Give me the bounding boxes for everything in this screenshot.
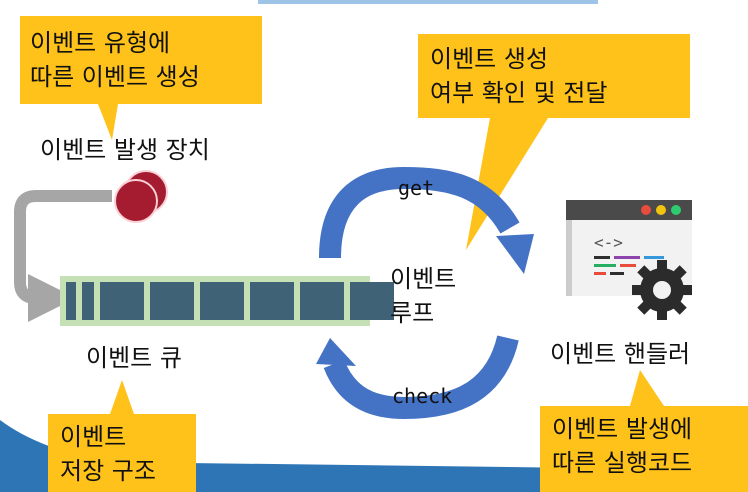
code-symbol: <-> xyxy=(594,233,623,252)
queue-label: 이벤트 큐 xyxy=(86,344,182,372)
queue-cell xyxy=(350,282,394,320)
callout-event-check-text: 이벤트 생성 여부 확인 및 전달 xyxy=(430,45,608,107)
get-arrow xyxy=(319,166,520,259)
queue-cell xyxy=(100,282,144,320)
queue-cell xyxy=(82,282,94,320)
callout-event-type-text: 이벤트 유형에 따른 이벤트 생성 xyxy=(30,29,200,91)
device-label: 이벤트 발생 장치 xyxy=(40,136,210,164)
queue-cell xyxy=(200,282,244,320)
device-to-queue-arrow xyxy=(14,190,112,322)
queue-cell xyxy=(150,282,194,320)
callout-event-type xyxy=(20,16,262,140)
queue-cell xyxy=(66,282,76,320)
check-label: check xyxy=(392,384,453,408)
queue-cell xyxy=(250,282,294,320)
top-rule xyxy=(258,0,598,4)
handler-label: 이벤트 핸들러 xyxy=(550,340,691,368)
event-queue xyxy=(60,276,394,326)
event-device-icon xyxy=(114,170,168,223)
check-arrow xyxy=(323,335,519,420)
code-window-with-gear-icon: <-> xyxy=(566,200,692,320)
get-label: get xyxy=(398,176,435,200)
callout-queue-struct-text: 이벤트 저장 구조 xyxy=(60,423,156,485)
check-arrowhead xyxy=(316,338,356,366)
callout-queue-struct xyxy=(48,380,196,492)
queue-cell xyxy=(300,282,344,320)
get-arrowhead xyxy=(496,234,534,274)
callout-handler-code xyxy=(540,370,748,492)
loop-label: 이벤트 루프 xyxy=(390,265,457,327)
callout-handler-code-text: 이벤트 발생에 따른 실행코드 xyxy=(552,415,693,477)
